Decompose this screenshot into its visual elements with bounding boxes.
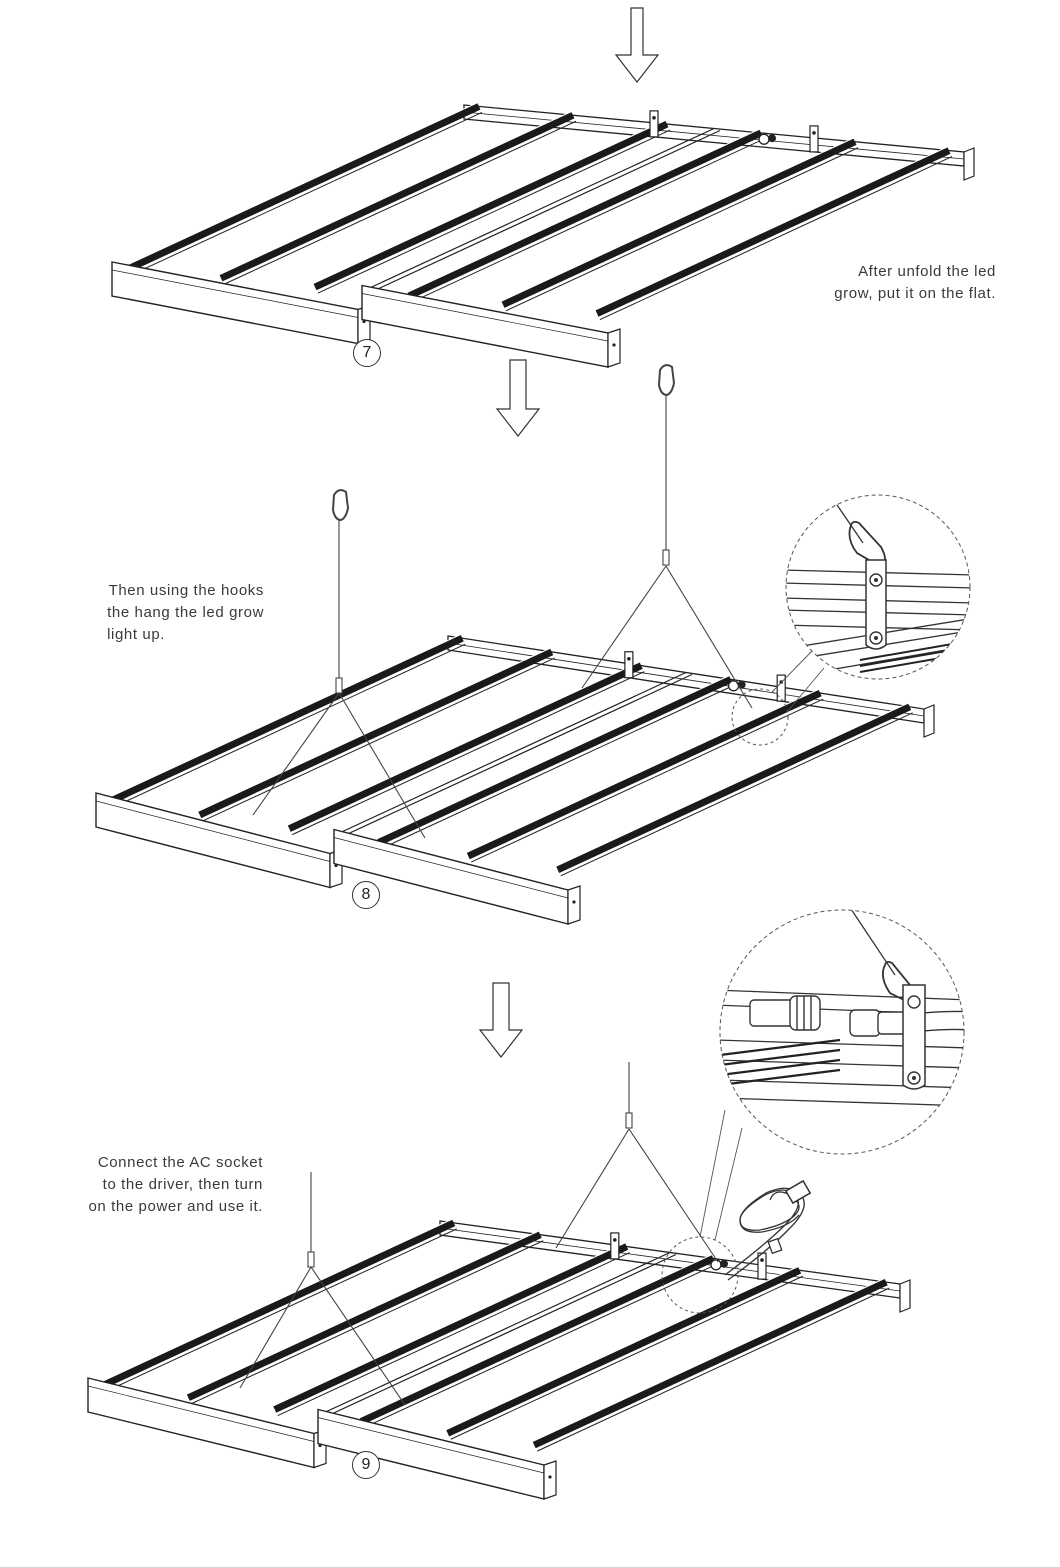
led-light-bar	[198, 648, 554, 819]
led-fixture-step-7	[111, 101, 975, 368]
caption-line: Connect the AC socket	[97, 1154, 263, 1171]
step-7-caption: After unfold the led grow, put it on the…	[834, 261, 996, 305]
caption-line: Then using the hooks	[108, 582, 264, 599]
led-light-bar	[108, 635, 464, 805]
cable-clamp	[335, 677, 343, 694]
step-8-caption: Then using the hooks the hang the led gr…	[107, 580, 264, 646]
down-arrow-icon	[614, 7, 660, 83]
front-end-cap	[361, 284, 609, 368]
hanging-bracket	[776, 674, 786, 702]
connector-icon	[710, 1259, 722, 1271]
led-light-bar	[219, 112, 575, 282]
led-light-bar	[313, 120, 669, 291]
step-number-8: 8	[352, 881, 380, 909]
step-number-7: 7	[353, 339, 381, 367]
caption-line: the hang the led grow	[107, 604, 264, 621]
cable-clamp	[625, 1112, 633, 1129]
led-light-bar	[407, 129, 763, 300]
zoom-detail-step-8	[731, 494, 971, 746]
down-arrow-icon	[478, 982, 524, 1058]
led-light-bar	[186, 1231, 542, 1401]
carabiner-hook-icon	[657, 364, 676, 397]
connector-icon	[758, 133, 770, 145]
hanging-bracket	[649, 110, 659, 138]
hanging-bracket	[757, 1252, 767, 1280]
led-light-bar	[125, 103, 481, 273]
hanging-bracket	[610, 1232, 620, 1260]
driver-rail	[317, 1251, 671, 1417]
driver-rail	[333, 671, 687, 837]
step-number-9: 9	[352, 1451, 380, 1479]
ac-plug-icon	[784, 1179, 812, 1205]
ac-power-cord	[724, 1179, 812, 1281]
hanging-cables-step-9	[239, 1062, 719, 1406]
led-light-bar	[446, 1267, 802, 1437]
down-arrow-icon	[495, 359, 541, 437]
front-end-cap	[317, 1408, 545, 1500]
hanging-bracket	[624, 651, 634, 679]
step-9-caption: Connect the AC socket to the driver, the…	[88, 1152, 263, 1218]
led-fixture-step-8	[95, 633, 935, 925]
caption-line: After unfold the led	[858, 263, 996, 280]
cable-loop	[848, 520, 886, 569]
led-light-bar	[595, 147, 951, 317]
caption-line: on the power and use it.	[88, 1198, 263, 1215]
cable-clamp	[307, 1251, 315, 1268]
hanging-bracket	[902, 984, 926, 1090]
front-end-cap	[333, 828, 569, 925]
caption-line: to the driver, then turn	[102, 1176, 263, 1193]
cable-clamp	[662, 549, 670, 566]
zoom-detail-step-9	[661, 909, 965, 1314]
led-fixture-step-9	[87, 1218, 911, 1500]
led-light-bar	[532, 1278, 888, 1449]
hanging-bracket	[809, 125, 819, 153]
led-light-bar	[556, 703, 912, 873]
caption-line: light up.	[107, 626, 166, 643]
led-light-bar	[273, 1243, 629, 1413]
hanging-cables-step-8	[252, 364, 753, 839]
led-light-bar	[359, 1255, 715, 1425]
caption-line: grow, put it on the flat.	[834, 285, 996, 302]
led-light-bar	[100, 1219, 456, 1390]
led-light-bar	[466, 689, 822, 860]
led-light-bar	[501, 138, 857, 308]
led-light-bar	[377, 676, 733, 846]
led-light-bar	[287, 662, 643, 832]
connector-icon	[727, 680, 740, 692]
carabiner-hook-icon	[331, 489, 350, 522]
driver-rail	[361, 127, 715, 293]
